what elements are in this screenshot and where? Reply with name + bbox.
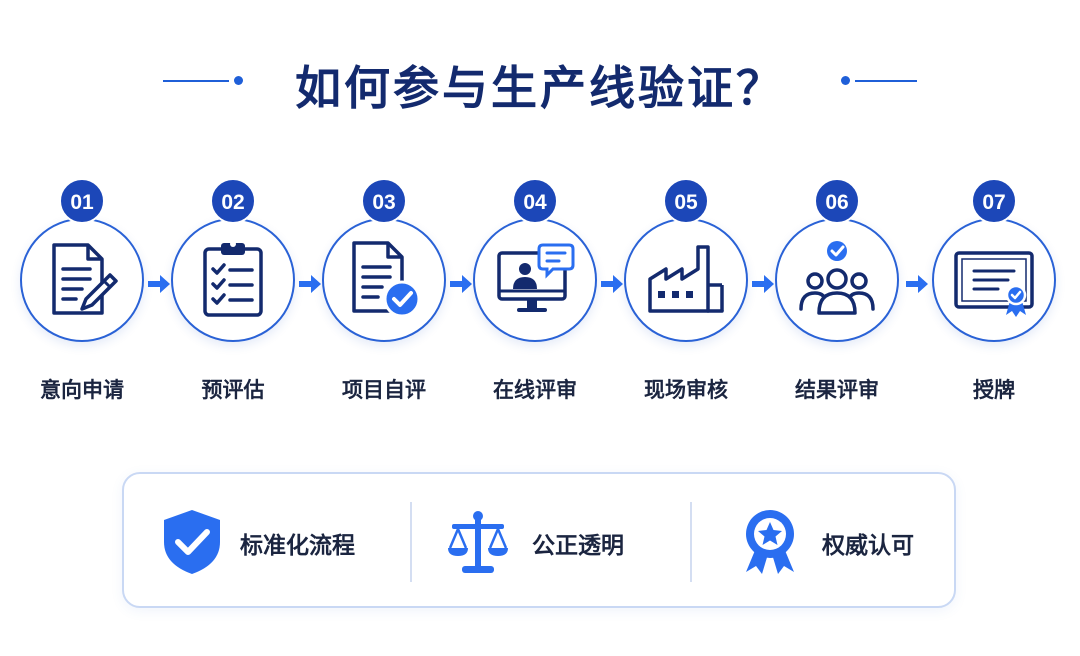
step-number-badge: 04 bbox=[512, 178, 558, 224]
step-number-badge: 06 bbox=[814, 178, 860, 224]
step-number-badge: 02 bbox=[210, 178, 256, 224]
arrow-right-icon bbox=[601, 275, 623, 293]
process-step-2: 02 预评估 bbox=[168, 176, 298, 408]
step-label: 现场审核 bbox=[644, 378, 728, 402]
process-step-5: 05 现场审核 bbox=[621, 176, 751, 408]
award-medal-icon bbox=[746, 510, 794, 574]
step-label: 授牌 bbox=[973, 378, 1015, 402]
shield-check-icon bbox=[164, 510, 220, 574]
step-label: 在线评审 bbox=[493, 378, 577, 402]
document-pen-icon bbox=[52, 243, 118, 315]
arrow-right-icon bbox=[148, 275, 170, 293]
title-decoration-left-dot bbox=[234, 76, 243, 85]
process-step-1: 01 意向申请 bbox=[17, 176, 147, 408]
title-row: 如何参与生产线验证？ bbox=[0, 44, 1080, 120]
page-title: 如何参与生产线验证？ bbox=[295, 61, 785, 115]
feature-label: 公正透明 bbox=[532, 533, 624, 559]
process-step-4: 04 在线评审 bbox=[470, 176, 600, 408]
scale-icon bbox=[448, 511, 508, 573]
step-label: 项目自评 bbox=[342, 378, 426, 402]
feature-fair-transparent: 公正透明 bbox=[446, 474, 666, 610]
step-label: 结果评审 bbox=[795, 378, 879, 402]
video-meeting-monitor-icon bbox=[497, 243, 575, 312]
document-check-icon bbox=[352, 241, 421, 318]
arrow-right-icon bbox=[450, 275, 472, 293]
arrow-right-icon bbox=[299, 275, 321, 293]
features-panel: 标准化流程 公正透明 权威认可 bbox=[122, 472, 956, 608]
group-approved-icon bbox=[799, 241, 875, 315]
process-step-6: 06 结果评审 bbox=[772, 176, 902, 408]
process-step-7: 07 授牌 bbox=[929, 176, 1059, 408]
arrow-right-icon bbox=[752, 275, 774, 293]
title-decoration-right-line bbox=[855, 80, 917, 82]
clipboard-checklist-icon bbox=[203, 241, 263, 317]
step-number-badge: 01 bbox=[59, 178, 105, 224]
step-label: 预评估 bbox=[201, 378, 265, 402]
certificate-icon bbox=[954, 251, 1034, 317]
feature-standardized-process: 标准化流程 bbox=[160, 474, 410, 610]
step-label: 意向申请 bbox=[40, 378, 124, 402]
step-number-badge: 07 bbox=[971, 178, 1017, 224]
process-step-3: 03 项目自评 bbox=[319, 176, 449, 408]
step-number-badge: 03 bbox=[361, 178, 407, 224]
feature-authoritative-recognition: 权威认可 bbox=[738, 474, 938, 610]
panel-divider bbox=[410, 502, 412, 582]
panel-divider bbox=[690, 502, 692, 582]
feature-label: 标准化流程 bbox=[240, 533, 355, 559]
factory-icon bbox=[648, 245, 724, 313]
feature-label: 权威认可 bbox=[822, 533, 914, 559]
step-number-badge: 05 bbox=[663, 178, 709, 224]
arrow-right-icon bbox=[906, 275, 928, 293]
title-decoration-left-line bbox=[163, 80, 229, 82]
title-decoration-right-dot bbox=[841, 76, 850, 85]
